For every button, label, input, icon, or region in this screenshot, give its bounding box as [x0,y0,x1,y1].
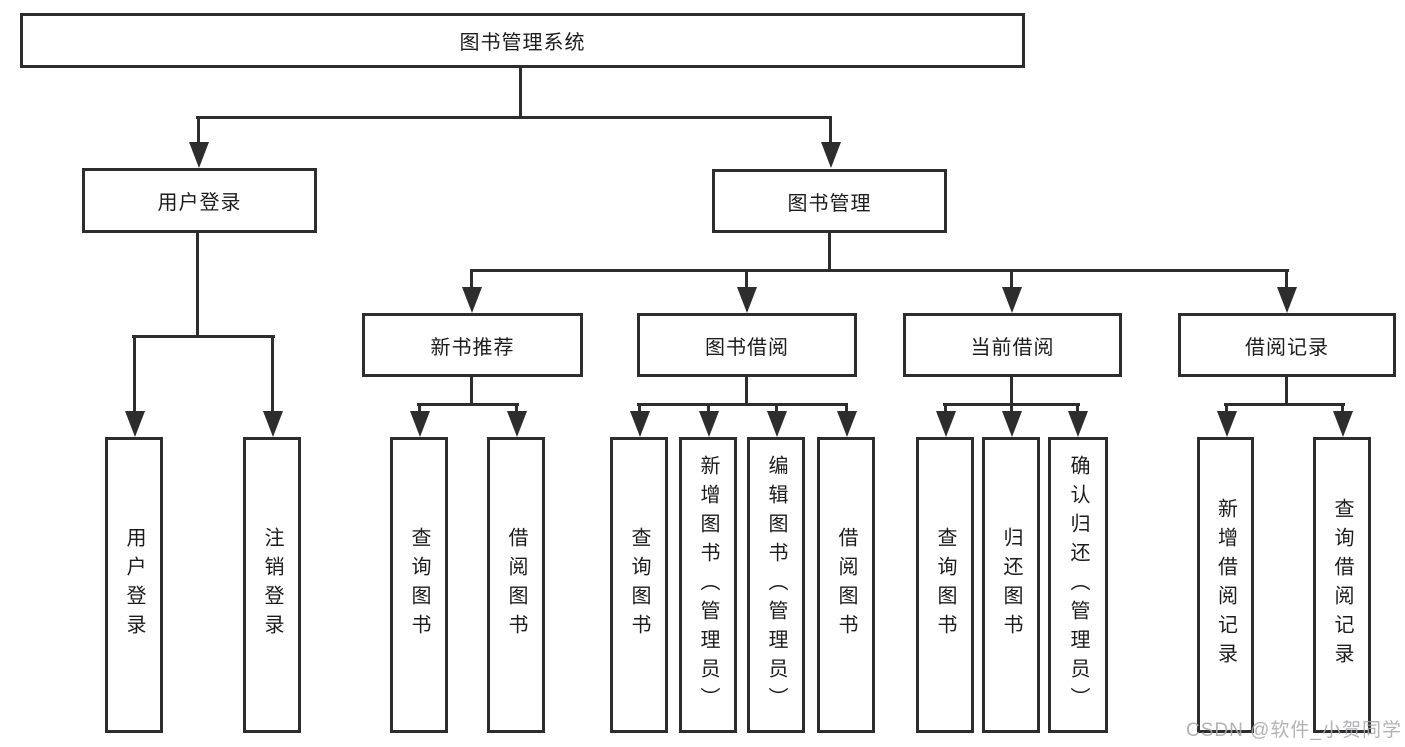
connector-line [1224,403,1345,406]
connector-line [829,119,832,144]
connector-line [745,375,748,405]
leaf-query-book-borrow-label: 查询图书 [628,527,650,643]
connector-line [132,335,275,338]
node-book-borrow: 图书借阅 [637,313,857,377]
connector-arrowhead [837,411,857,437]
leaf-add-borrow-record: 新增借阅记录 [1197,437,1254,733]
leaf-logout-login-label: 注销登录 [261,527,283,643]
connector-arrowhead [767,411,787,437]
connector-arrowhead [1217,411,1237,437]
connector-line [196,231,199,337]
connector-arrowhead [737,287,757,313]
connector-arrowhead [630,411,650,437]
leaf-add-book-admin: 新增图书（管理员） [679,437,737,733]
connector-line [470,269,1289,272]
leaf-add-book-admin-label: 新增图书（管理员） [697,454,719,716]
leaf-confirm-return-admin-label: 确认归还（管理员） [1067,454,1089,716]
connector-line [271,338,274,413]
node-borrow-record: 借阅记录 [1178,313,1396,377]
node-user-login-label: 用户登录 [157,192,242,214]
node-user-login: 用户登录 [82,168,317,233]
connector-line [470,272,473,288]
connector-line [1285,272,1288,288]
leaf-borrow-book-label: 借阅图书 [835,527,857,643]
leaf-borrow-book: 借阅图书 [817,437,875,733]
node-new-book-recommend: 新书推荐 [362,313,583,377]
connector-line [417,403,519,406]
connector-line [1285,375,1288,405]
leaf-user-login: 用户登录 [105,437,163,733]
leaf-query-book-borrow: 查询图书 [610,437,668,733]
connector-arrowhead [1333,411,1353,437]
connector-line [1076,406,1079,413]
leaf-query-book-current: 查询图书 [916,437,974,733]
connector-line [638,406,641,413]
node-book-borrow-label: 图书借阅 [705,336,789,359]
node-current-borrow-label: 当前借阅 [970,336,1055,359]
connector-arrowhead [821,142,841,168]
connector-line [519,66,522,118]
leaf-query-borrow-record-label: 查询借阅记录 [1331,498,1353,672]
connector-line [1010,272,1013,288]
connector-line [197,119,200,144]
leaf-return-book-label: 归还图书 [1000,527,1022,643]
connector-line [943,403,1080,406]
node-book-management: 图书管理 [712,169,947,233]
connector-line [133,338,136,413]
connector-line [745,272,748,288]
connector-line [845,406,848,413]
connector-line [707,406,710,413]
connector-arrowhead [410,411,430,437]
connector-line [515,406,518,413]
node-borrow-record-label: 借阅记录 [1245,336,1329,359]
connector-line [828,231,831,271]
connector-line [1341,406,1344,413]
connector-line [944,406,947,413]
leaf-logout-login: 注销登录 [243,437,301,733]
csdn-watermark: CSDN @软件_小贺同学 [1186,720,1402,741]
connector-line [775,406,778,413]
node-root-label: 图书管理系统 [459,32,586,54]
connector-arrowhead [699,411,719,437]
leaf-edit-book-admin: 编辑图书（管理员） [747,437,805,733]
node-book-management-label: 图书管理 [787,192,872,215]
connector-arrowhead [1277,287,1297,313]
connector-line [1010,406,1013,413]
connector-line [637,403,848,406]
connector-line [418,406,421,413]
leaf-query-book-recommend-label: 查询图书 [408,527,430,643]
leaf-add-borrow-record-label: 新增借阅记录 [1214,498,1237,672]
connector-arrowhead [125,411,145,437]
connector-arrowhead [1002,411,1022,437]
leaf-query-book-recommend: 查询图书 [390,437,448,733]
connector-arrowhead [1068,411,1088,437]
connector-arrowhead [462,287,482,313]
connector-arrowhead [189,142,209,168]
leaf-edit-book-admin-label: 编辑图书（管理员） [765,454,787,716]
node-new-book-recommend-label: 新书推荐 [430,336,515,359]
connector-line [196,116,832,119]
node-current-borrow: 当前借阅 [903,313,1122,377]
leaf-confirm-return-admin: 确认归还（管理员） [1048,437,1108,733]
connector-arrowhead [1002,287,1022,313]
connector-line [1225,406,1228,413]
leaf-borrow-book-recommend-label: 借阅图书 [505,527,527,643]
leaf-borrow-book-recommend: 借阅图书 [487,437,545,733]
leaf-user-login-label: 用户登录 [123,527,145,643]
connector-line [470,375,473,405]
connector-arrowhead [263,411,283,437]
connector-arrowhead [936,411,956,437]
leaf-query-book-current-label: 查询图书 [934,527,956,643]
node-root: 图书管理系统 [20,13,1025,68]
leaf-return-book: 归还图书 [982,437,1040,733]
leaf-query-borrow-record: 查询借阅记录 [1313,437,1371,733]
connector-line [1010,375,1013,405]
connector-arrowhead [507,411,527,437]
